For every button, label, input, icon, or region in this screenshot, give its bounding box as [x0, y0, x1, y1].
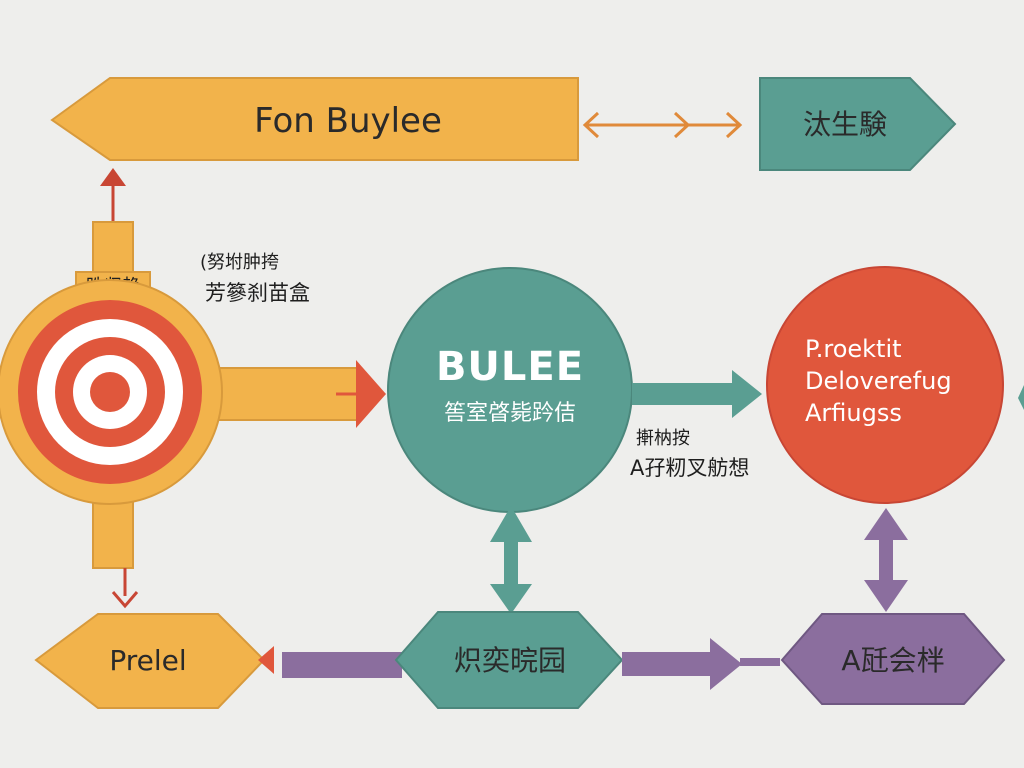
- bottom-right-box-shape: [780, 613, 1006, 705]
- target-down-arrow: [111, 568, 139, 609]
- mid-arrow-label-bottom: A孖籾叉舫想: [630, 456, 749, 480]
- bottom-center-to-right-arrow: [622, 638, 780, 690]
- right-circle: [766, 266, 1004, 504]
- bottom-left-arrowhead: [258, 646, 274, 674]
- right-circle-line2: Deloverefug: [805, 367, 952, 395]
- right-vertical-double-arrow: [864, 508, 908, 612]
- bottom-left-connector: [282, 652, 402, 678]
- target-icon: [0, 279, 223, 505]
- center-circle: [387, 267, 633, 513]
- center-circle-title: BULEE: [436, 344, 584, 390]
- target-label-top: (努坿肿挎: [200, 252, 279, 273]
- center-vertical-double-arrow: [490, 506, 532, 614]
- center-to-right-arrow: [632, 370, 762, 418]
- bottom-left-box-label: Prelel: [109, 644, 186, 677]
- edge-partial-arrow: [1018, 385, 1024, 410]
- mid-arrow-label-top: 搟枘按: [636, 428, 690, 449]
- top-right-box-label: 汰生験: [803, 108, 887, 141]
- top-banner-shape: [50, 77, 579, 161]
- target-up-arrow: [100, 168, 126, 222]
- right-circle-line3: Arfiugss: [805, 399, 902, 427]
- center-circle-sub: 筶室晵毙趻佶: [444, 401, 576, 426]
- bottom-center-box-label: 炽奕晥园: [454, 644, 566, 677]
- target-label-bottom: 芳篸刹苗盒: [205, 281, 310, 305]
- top-banner-label: Fon Buylee: [254, 101, 442, 141]
- target-right-connector: [199, 367, 359, 421]
- right-circle-line1: P.roektit: [805, 335, 902, 363]
- target-right-arrowhead: [356, 360, 386, 428]
- top-double-arrow: [582, 111, 743, 139]
- top-right-box-shape: [759, 77, 957, 171]
- bottom-right-box-label: A瓩会柈: [841, 644, 944, 677]
